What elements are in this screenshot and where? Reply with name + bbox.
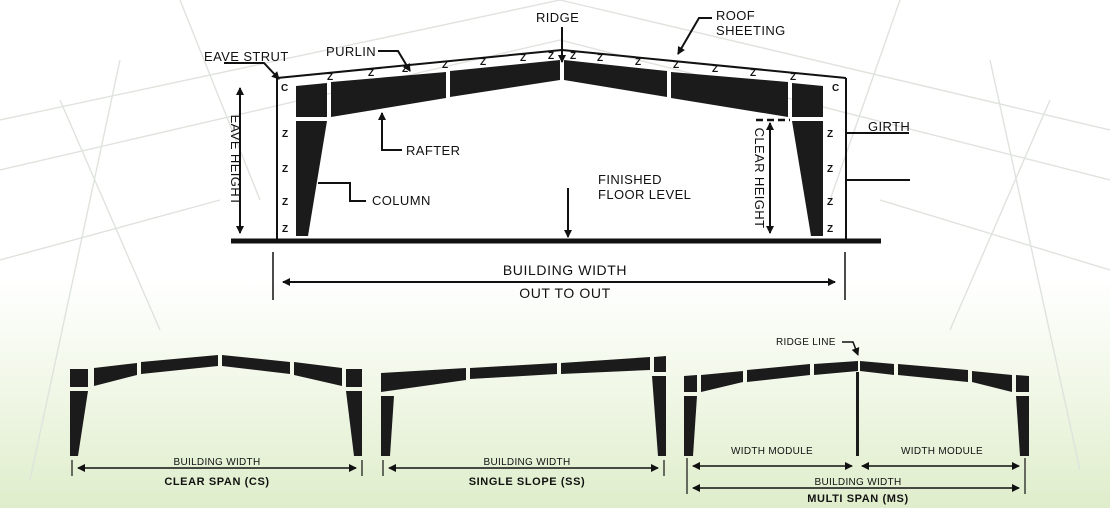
clear-span-frame: BUILDING WIDTH CLEAR SPAN (CS) (70, 355, 363, 488)
label-rafter: RAFTER (406, 143, 460, 158)
column (70, 391, 88, 456)
column (1016, 396, 1029, 456)
caption-clear-span: CLEAR SPAN (CS) (164, 476, 269, 488)
purlin-symbol: Z (402, 64, 408, 75)
purlin-symbol: Z (673, 60, 679, 71)
member-symbols: Z Z Z Z Z Z Z Z Z Z Z Z Z Z Z Z Z Z Z Z … (281, 51, 839, 235)
girth-symbol: Z (827, 129, 833, 140)
purlin-symbol: Z (480, 57, 486, 68)
callout-leaders (224, 17, 910, 238)
eave-strut-symbol: C (281, 83, 288, 94)
rafter-segment (684, 375, 697, 392)
multi-span-frame: RIDGE LINE WIDTH MODULE WIDTH MODULE BUI… (684, 337, 1029, 505)
column (684, 396, 697, 456)
background-structure (0, 0, 1110, 481)
girth-symbol: Z (282, 224, 288, 235)
label-roof-sheeting-1: ROOF (716, 8, 755, 23)
rafter-segment (470, 363, 557, 379)
rafter-segment (564, 60, 667, 97)
label-ridge: RIDGE (536, 10, 579, 25)
column (792, 121, 823, 236)
label-eave-height: EAVE HEIGHT (228, 115, 243, 206)
rafter-segment (70, 369, 88, 387)
ridge-line-leader (842, 341, 860, 356)
caption-multi-span: MULTI SPAN (MS) (807, 493, 908, 505)
label-ridge-line: RIDGE LINE (776, 337, 836, 348)
label-eave-strut: EAVE STRUT (204, 49, 289, 64)
purlin-symbol: Z (442, 60, 448, 71)
purlin-symbol: Z (570, 51, 576, 62)
label-clear-height: CLEAR HEIGHT (752, 128, 767, 229)
purlin-symbol: Z (520, 53, 526, 64)
label-building-width: BUILDING WIDTH (174, 457, 261, 468)
rafter-segment (141, 355, 218, 374)
rafter-leader (378, 112, 402, 151)
rafter-segment (654, 356, 666, 372)
rafter-segment (222, 355, 290, 374)
girth-symbol: Z (827, 164, 833, 175)
column (652, 376, 666, 456)
label-building-width: BUILDING WIDTH (484, 457, 571, 468)
rafter-segment (296, 83, 327, 117)
eave-strut-symbol: C (832, 83, 839, 94)
column (346, 391, 362, 456)
roof-sheeting (276, 49, 563, 79)
column (381, 396, 394, 456)
rafter-segment (561, 357, 650, 374)
label-finished-floor-1: FINISHED (598, 172, 662, 187)
eave-strut-leader (224, 62, 280, 80)
label-finished-floor-2: FLOOR LEVEL (598, 187, 691, 202)
purlin-symbol: Z (750, 68, 756, 79)
rafter-segment (860, 361, 894, 375)
girth-symbol: Z (282, 129, 288, 140)
column (296, 121, 327, 236)
caption-single-slope: SINGLE SLOPE (SS) (469, 476, 586, 488)
rafter-segment (346, 369, 362, 387)
rafter-segment (898, 364, 968, 382)
rafter-segment (972, 371, 1012, 392)
rafter-segment (450, 60, 560, 97)
purlin-leader (378, 50, 411, 72)
label-out-to-out: OUT TO OUT (519, 285, 611, 301)
rafter-segment (381, 368, 466, 392)
girth-symbol: Z (282, 197, 288, 208)
girth-symbol: Z (827, 224, 833, 235)
roof-sheeting (561, 49, 847, 79)
purlin-symbol: Z (635, 57, 641, 68)
rafter-segment (331, 72, 446, 117)
rafter-segment (94, 363, 137, 386)
label-column: COLUMN (372, 193, 431, 208)
purlin-symbol: Z (712, 64, 718, 75)
purlin-symbol: Z (548, 51, 554, 62)
rafter-segment (294, 362, 342, 386)
single-slope-frame: BUILDING WIDTH SINGLE SLOPE (SS) (381, 356, 666, 488)
main-portal-frame (231, 49, 881, 300)
rafter-segment (671, 72, 788, 117)
purlin-symbol: Z (327, 72, 333, 83)
interior-column (856, 372, 859, 456)
rafter-segment (792, 83, 823, 117)
girth-symbol: Z (282, 164, 288, 175)
rafter-segment (701, 371, 743, 392)
main-labels: RIDGE ROOF SHEETING EAVE STRUT PURLIN GI… (204, 8, 910, 301)
label-girth: GIRTH (868, 119, 910, 134)
column-leader (318, 182, 366, 202)
rafter-segment (814, 361, 858, 375)
label-purlin: PURLIN (326, 44, 376, 59)
roof-sheeting-leader (677, 17, 712, 55)
label-width-module-left: WIDTH MODULE (731, 446, 813, 457)
purlin-symbol: Z (368, 68, 374, 79)
purlin-symbol: Z (597, 53, 603, 64)
label-width-module-right: WIDTH MODULE (901, 446, 983, 457)
label-building-width: BUILDING WIDTH (815, 477, 902, 488)
purlin-symbol: Z (790, 72, 796, 83)
label-building-width: BUILDING WIDTH (503, 262, 627, 278)
rafter-segment (747, 364, 810, 382)
label-roof-sheeting-2: SHEETING (716, 23, 786, 38)
rafter-segment (1016, 375, 1029, 392)
girth-symbol: Z (827, 197, 833, 208)
